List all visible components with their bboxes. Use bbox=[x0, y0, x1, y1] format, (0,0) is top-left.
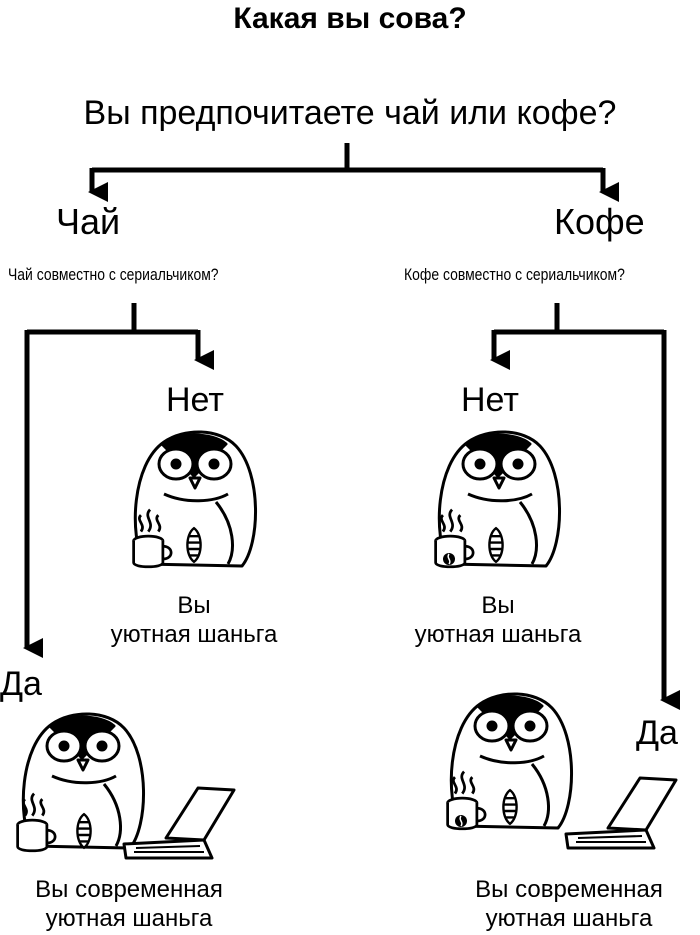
coffee-no-result: Вы уютная шаньга bbox=[388, 592, 608, 650]
owl-paw-icon bbox=[72, 810, 96, 852]
tea-yes-result-line2: уютная шаньга bbox=[45, 904, 213, 932]
owl-coffee-yes-illustration bbox=[440, 686, 580, 841]
coffee-yes-result: Вы современная уютная шаньга bbox=[444, 876, 694, 934]
tea-yes-result-line1: Вы современная bbox=[35, 876, 223, 903]
owl-coffee-no-illustration bbox=[428, 424, 568, 579]
tea-cup-icon bbox=[12, 790, 58, 854]
coffee-yes-result-line1: Вы современная bbox=[475, 876, 663, 903]
coffee-no-result-line1: Вы bbox=[481, 592, 515, 619]
laptop-icon bbox=[116, 782, 236, 862]
coffee-no-result-line2: уютная шаньга bbox=[414, 620, 582, 648]
page-title: Какая вы сова? bbox=[233, 2, 467, 35]
coffee-no-label: Нет bbox=[461, 381, 519, 419]
owl-paw-icon bbox=[484, 524, 508, 566]
branch-coffee-label: Кофе bbox=[554, 201, 645, 242]
tea-followup-question: Чай совместно с сериальчиком? bbox=[8, 265, 219, 284]
owl-paw-icon bbox=[498, 786, 522, 828]
coffee-bean-icon bbox=[455, 815, 467, 827]
tea-no-result-line1: Вы bbox=[177, 592, 211, 619]
tea-yes-label: Да bbox=[0, 665, 42, 703]
owl-tea-no-illustration bbox=[124, 424, 264, 579]
tea-no-result: Вы уютная шаньга bbox=[84, 592, 304, 650]
owl-paw-icon bbox=[182, 524, 206, 566]
coffee-bean-icon bbox=[443, 553, 455, 565]
laptop-icon bbox=[558, 772, 678, 852]
main-question: Вы предпочитаете чай или кофе? bbox=[83, 94, 617, 132]
tea-no-result-line2: уютная шаньга bbox=[110, 620, 278, 648]
tea-yes-result: Вы современная уютная шаньга bbox=[4, 876, 254, 934]
owl-tea-yes-illustration bbox=[12, 706, 152, 861]
tea-cup-icon bbox=[128, 506, 174, 570]
tea-no-label: Нет bbox=[166, 381, 224, 419]
branch-tea-label: Чай bbox=[56, 201, 121, 242]
coffee-yes-result-line2: уютная шаньга bbox=[485, 904, 653, 932]
coffee-yes-label: Да bbox=[636, 714, 678, 752]
coffee-followup-question: Кофе совместно с сериальчиком? bbox=[404, 265, 625, 284]
